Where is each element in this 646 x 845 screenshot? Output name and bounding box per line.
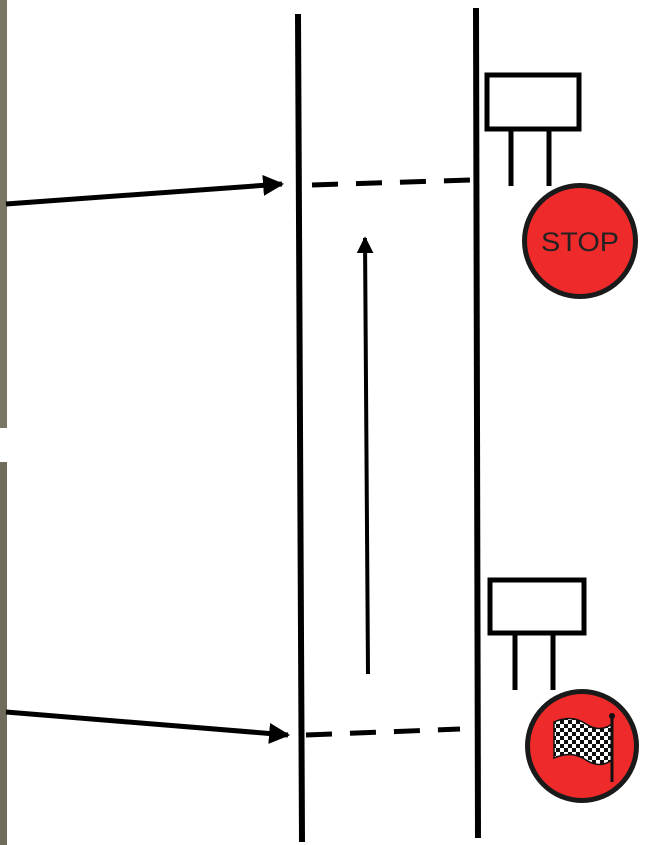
checkered-flag-icon: [525, 689, 639, 803]
stop-signboard: [487, 75, 579, 129]
stop-sign-icon: STOP: [522, 183, 638, 299]
photo-strip-bottom: [0, 462, 7, 845]
stop-dashed-line: [312, 180, 470, 185]
direction-arrow: [365, 238, 368, 674]
lane-left-line: [298, 14, 302, 842]
stop-sign-text: STOP: [541, 227, 619, 257]
photo-strip-top: [0, 0, 7, 428]
arrow-to-stop-line: [6, 184, 282, 204]
start-dashed-line: [306, 729, 460, 735]
start-signboard: [490, 580, 584, 633]
lane-right-line: [476, 8, 478, 838]
arrow-to-start-line: [6, 712, 288, 735]
